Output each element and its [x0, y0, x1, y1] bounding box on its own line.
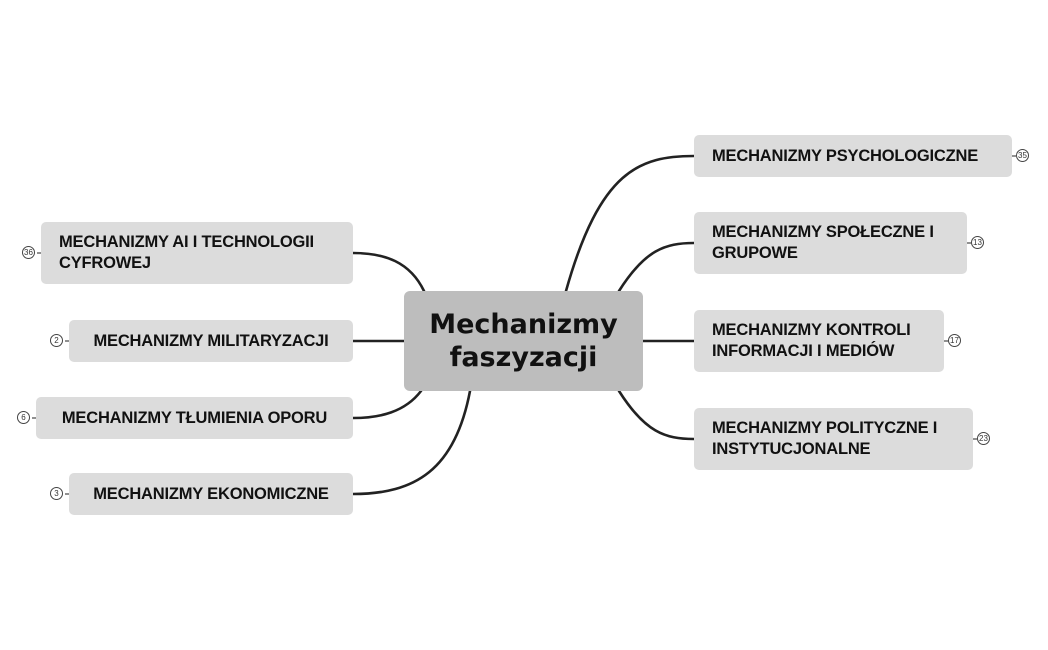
connector-ai [351, 251, 426, 293]
topic-label: MECHANIZMY MILITARYZACJI [93, 331, 329, 350]
topic-label: MECHANIZMY PSYCHOLOGICZNE [712, 146, 979, 165]
topic-tlumienia-oporu[interactable]: MECHANIZMY TŁUMIENIA OPORU [36, 397, 353, 439]
connector-ekonomiczne [351, 389, 472, 496]
topic-label: MECHANIZMY TŁUMIENIA OPORU [61, 408, 328, 427]
topic-spoleczne[interactable]: MECHANIZMY SPOŁECZNE I GRUPOWE [694, 212, 967, 274]
count-badge[interactable]: 17 [948, 334, 961, 347]
topic-label-line1: MECHANIZMY SPOŁECZNE I [712, 223, 934, 241]
root-title-line1: Mechanizmy [429, 309, 618, 340]
topic-label-line1: MECHANIZMY AI I TECHNOLOGII [59, 233, 314, 251]
count-badge[interactable]: 2 [50, 334, 63, 347]
topic-label-line1: MECHANIZMY KONTROLI [712, 321, 911, 339]
count-badge[interactable]: 6 [17, 411, 30, 424]
count-badge[interactable]: 36 [22, 246, 35, 259]
count-badge[interactable]: 35 [1016, 149, 1029, 162]
topic-label-line2: INSTYTUCJONALNE [712, 440, 871, 458]
topic-label-line2: CYFROWEJ [59, 254, 151, 272]
topic-psychologiczne[interactable]: MECHANIZMY PSYCHOLOGICZNE [694, 135, 1012, 177]
connector-polityczne [617, 389, 696, 441]
connector-spoleczne [617, 241, 696, 293]
count-badge[interactable]: 13 [971, 236, 984, 249]
topic-label-line1: MECHANIZMY POLITYCZNE I [712, 419, 938, 437]
topic-ekonomiczne[interactable]: MECHANIZMY EKONOMICZNE [69, 473, 353, 515]
root-topic[interactable]: Mechanizmy faszyzacji [404, 291, 643, 391]
topic-label-line2: GRUPOWE [712, 244, 798, 262]
root-title-line2: faszyzacji [449, 342, 598, 373]
count-badge[interactable]: 23 [977, 432, 990, 445]
topic-label-line2: INFORMACJI I MEDIÓW [712, 342, 895, 360]
topic-label: MECHANIZMY EKONOMICZNE [93, 484, 329, 503]
connector-tlumienia [351, 389, 423, 420]
topic-militaryzacji[interactable]: MECHANIZMY MILITARYZACJI [69, 320, 353, 362]
count-badge[interactable]: 3 [50, 487, 63, 500]
topic-polityczne[interactable]: MECHANIZMY POLITYCZNE I INSTYTUCJONALNE [694, 408, 973, 470]
topic-ai-technologii[interactable]: MECHANIZMY AI I TECHNOLOGII CYFROWEJ [41, 222, 353, 284]
connector-psychologiczne [564, 154, 696, 293]
topic-kontroli-informacji[interactable]: MECHANIZMY KONTROLI INFORMACJI I MEDIÓW [694, 310, 944, 372]
